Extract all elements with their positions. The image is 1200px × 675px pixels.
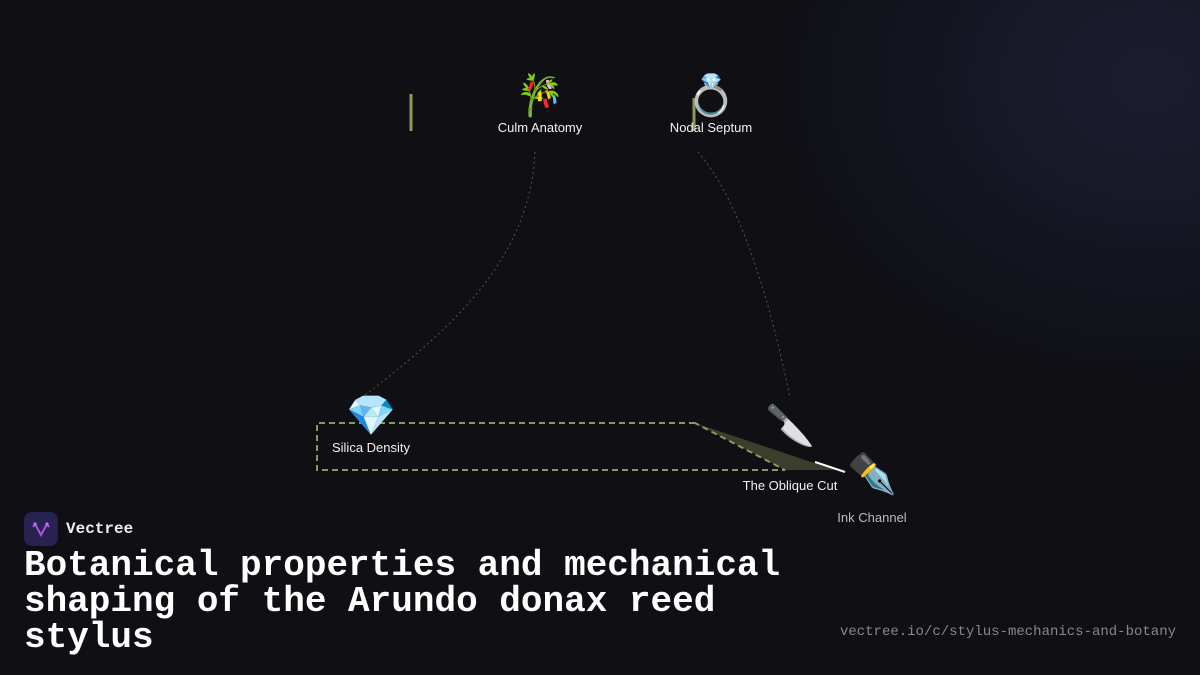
node-label: The Oblique Cut [742,478,838,493]
page-title: Botanical properties and mechanical shap… [24,545,781,658]
fountain-pen-icon: ✒️ [847,452,897,496]
node-culm-anatomy[interactable]: 🎋 Culm Anatomy [498,72,583,136]
node-nodal-septum[interactable]: 💍 Nodal Septum [670,72,752,136]
edge-culm-silica [364,151,536,396]
silica-cut-outline [316,422,786,471]
node-ink-channel[interactable]: ✒️ Ink Channel [837,450,906,526]
brand-name: Vectree [66,520,134,538]
node-oblique-cut[interactable]: 🔪 The Oblique Cut [743,402,838,494]
node-label: Silica Density [331,440,411,455]
node-silica-density[interactable]: 💎 Silica Density [332,392,410,456]
pen-nib-line [814,461,846,473]
cut-wedge [695,423,835,470]
node-label: Nodal Septum [669,120,753,135]
gem-icon: 💎 [346,394,396,438]
bamboo-icon: 🎋 [515,74,565,118]
knife-icon: 🔪 [765,404,815,448]
ring-icon: 💍 [686,74,736,118]
source-url[interactable]: vectree.io/c/stylus-mechanics-and-botany [839,624,1176,640]
vectree-logo-icon [24,512,58,546]
brand: Vectree [24,512,133,546]
node-label: Culm Anatomy [497,120,583,135]
node-label: Ink Channel [837,510,907,525]
edge-septum-cut [697,151,791,399]
